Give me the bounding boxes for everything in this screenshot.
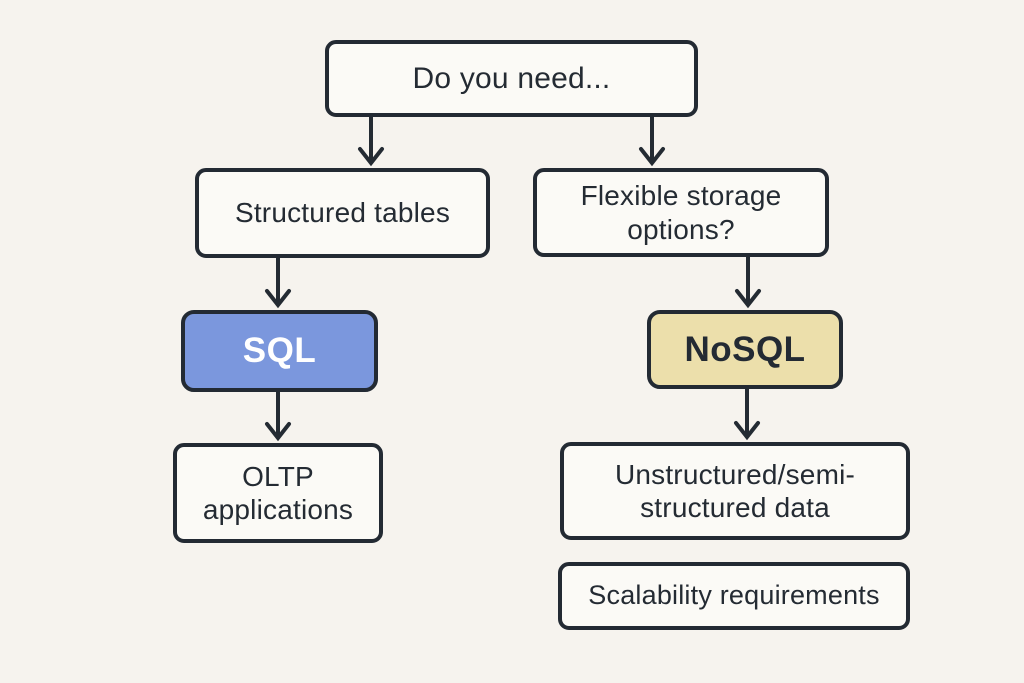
arrow-root-to-flexible: [639, 115, 665, 167]
arrow-nosql-to-unstructured: [734, 386, 760, 441]
node-flexible-storage-options: Flexible storage options?: [533, 168, 829, 257]
arrow-sql-to-oltp: [265, 389, 291, 442]
arrow-root-to-structured: [358, 115, 384, 167]
node-scalability-requirements-label: Scalability requirements: [588, 580, 880, 611]
node-oltp-applications: OLTP applications: [173, 443, 383, 543]
arrow-structured-to-sql: [265, 255, 291, 309]
node-unstructured-data-label: Unstructured/semi-structured data: [614, 458, 856, 523]
node-unstructured-data: Unstructured/semi-structured data: [560, 442, 910, 540]
node-do-you-need: Do you need...: [325, 40, 698, 117]
node-nosql: NoSQL: [647, 310, 843, 389]
node-structured-tables-label: Structured tables: [234, 197, 451, 229]
node-nosql-label: NoSQL: [684, 329, 806, 369]
node-oltp-applications-label: OLTP applications: [202, 460, 354, 525]
arrow-flexible-to-nosql: [735, 254, 761, 309]
node-scalability-requirements: Scalability requirements: [558, 562, 910, 630]
node-sql: SQL: [181, 310, 378, 392]
node-flexible-storage-options-label: Flexible storage options?: [580, 180, 782, 245]
node-structured-tables: Structured tables: [195, 168, 490, 258]
node-sql-label: SQL: [242, 331, 317, 371]
node-do-you-need-label: Do you need...: [412, 61, 611, 95]
